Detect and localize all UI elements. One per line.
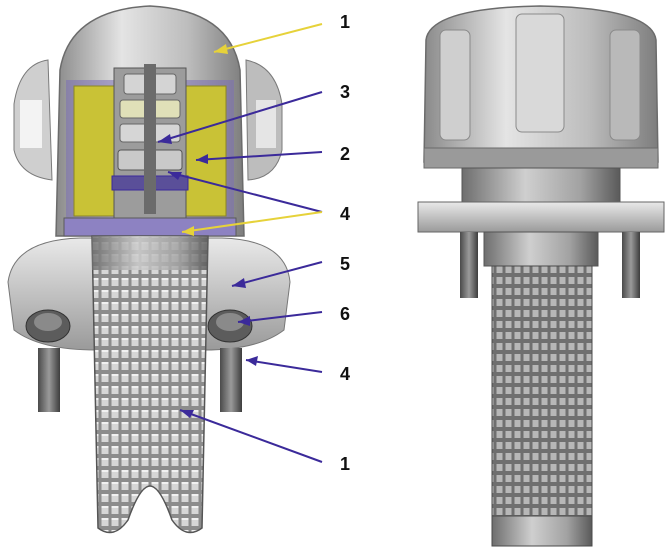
cutaway-view (7, 5, 291, 534)
leader-1-bottom (179, 409, 323, 463)
leader-2 (195, 151, 323, 161)
ext-bolt-right (622, 232, 640, 298)
ext-collar (483, 231, 599, 267)
callout-6: 6 (340, 304, 350, 324)
leader-1-top (213, 23, 323, 53)
strainer-tube (91, 235, 209, 534)
callout-4-middle: 4 (340, 204, 350, 224)
foam-seal-left (73, 85, 115, 217)
leader-5 (231, 261, 323, 287)
bolt-shank-right (220, 348, 242, 412)
callout-4-lower: 4 (340, 364, 350, 384)
leader-lines (157, 23, 323, 463)
callout-labels: 1 3 2 4 5 6 4 1 (340, 12, 350, 474)
callout-3: 3 (340, 82, 350, 102)
leader-4a-yellow (181, 211, 323, 233)
callout-1-bottom: 1 (340, 454, 350, 474)
bolt-shank-left (38, 348, 60, 412)
leader-6 (237, 311, 323, 323)
ext-bolt-left (460, 232, 478, 298)
ext-flange (417, 201, 665, 233)
leader-4a-purple (167, 171, 323, 213)
leader-3 (157, 91, 323, 143)
ext-neck (461, 167, 621, 203)
callout-1-top: 1 (340, 12, 350, 32)
leader-4b (245, 359, 323, 373)
external-view (417, 5, 665, 547)
ext-strainer (491, 265, 593, 517)
callout-2: 2 (340, 144, 350, 164)
foam-seal-right (185, 85, 227, 217)
callout-5: 5 (340, 254, 350, 274)
